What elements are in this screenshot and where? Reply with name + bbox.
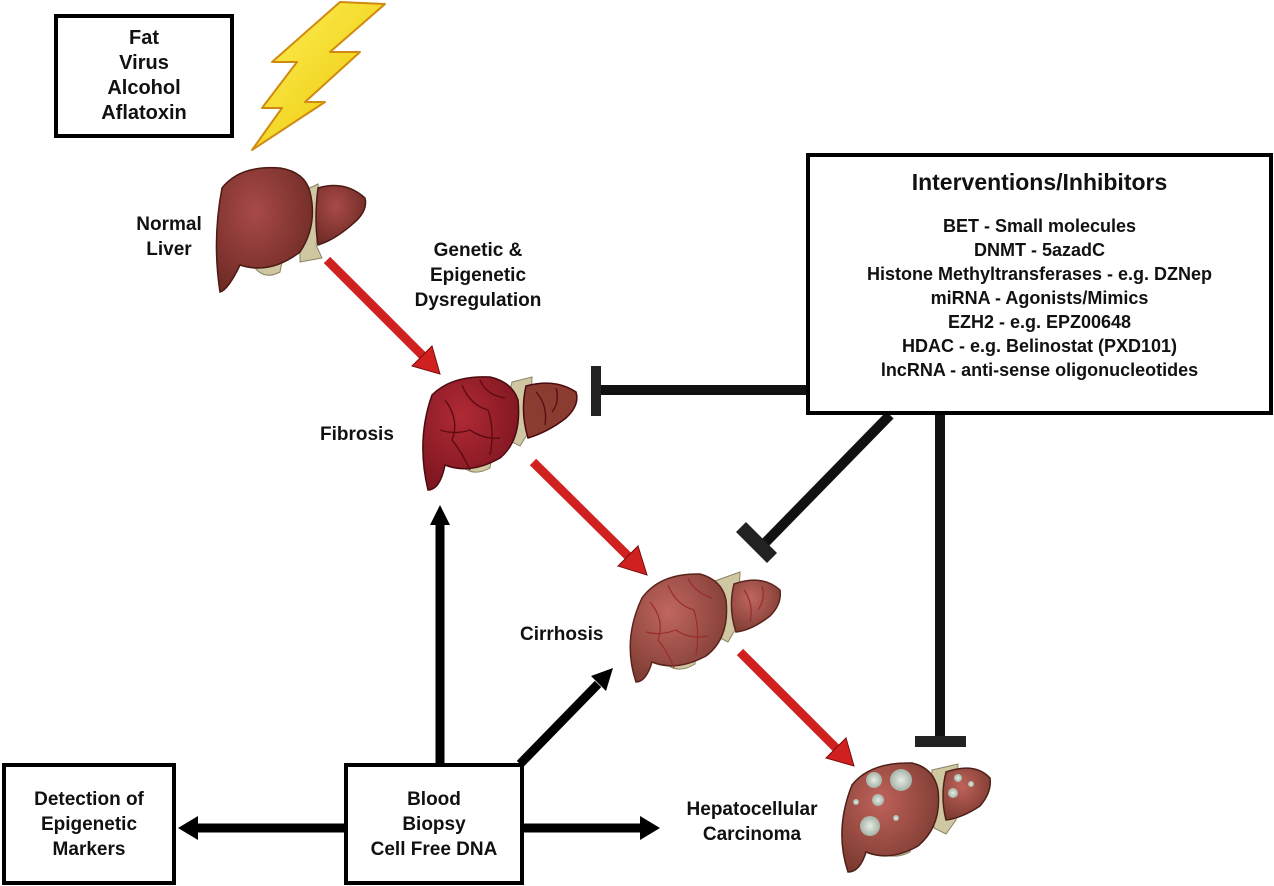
hcc-label-line: Hepatocellular [686,799,818,820]
hcc-liver-illustration [841,762,992,873]
risk-factor-item: Virus [119,52,169,74]
progression-arrows [323,256,855,767]
intervention-item: EZH2 - e.g. EPZ00648 [947,312,1132,332]
arrow-blood-to-detection [178,816,344,840]
detection-line: Epigenetic [40,813,138,835]
normal-liver-label: Normal Liver [126,212,212,262]
normal-liver-illustration [215,166,367,293]
inhibitor-lines [591,366,966,747]
risk-factor-item: Fat [129,27,159,49]
hcc-label-line: Carcinoma [702,824,802,845]
blood-biopsy-line: Biopsy [402,813,466,835]
blood-biopsy-line: Blood [407,788,461,810]
interventions-title: Interventions/Inhibitors [911,169,1168,195]
inhibit-hcc [915,415,966,747]
arrow-cirrhosis-to-hcc [736,648,855,767]
risk-factor-item: Alcohol [107,77,181,99]
lightning-bolt-icon [251,1,386,151]
fibrosis-liver-illustration [422,376,578,491]
intervention-item: Histone Methyltransferases - e.g. DZNep [866,264,1213,284]
dysregulation-label-line: Epigenetic [429,265,527,286]
interventions-box: Interventions/Inhibitors BET - Small mol… [806,153,1273,415]
intervention-item: miRNA - Agonists/Mimics [930,288,1149,308]
arrow-blood-to-fibrosis [430,505,450,763]
detection-line: Markers [52,838,126,860]
intervention-item: DNMT - 5azadC [973,240,1105,260]
dysregulation-label: Genetic & Epigenetic Dysregulation [398,238,558,313]
risk-factor-item: Aflatoxin [101,102,187,124]
intervention-item: BET - Small molecules [942,216,1137,236]
blood-biopsy-box: Blood Biopsy Cell Free DNA [344,763,524,885]
dysregulation-label-line: Genetic & [433,240,523,261]
arrow-blood-to-hcc [524,816,660,840]
fibrosis-label: Fibrosis [320,424,394,445]
intervention-item: HDAC - e.g. Belinostat (PXD101) [901,336,1178,356]
arrow-blood-to-cirrhosis [516,668,613,768]
intervention-item: lncRNA - anti-sense oligonucleotides [880,360,1199,380]
cirrhosis-label: Cirrhosis [520,624,604,645]
arrow-fibrosis-to-cirrhosis [529,458,648,576]
arrow-normal-to-fibrosis [323,256,441,375]
cirrhosis-liver-illustration [629,571,782,683]
normal-label-line: Liver [146,239,192,260]
diagnostic-arrows [178,505,660,840]
hcc-label: Hepatocellular Carcinoma [672,797,832,847]
tumor-nodules [853,769,974,836]
detection-line: Detection of [34,788,144,810]
inhibit-cirrhosis [736,411,894,563]
risk-factors-box: Fat Virus Alcohol Aflatoxin [54,14,234,138]
detection-box: Detection of Epigenetic Markers [2,763,176,885]
inhibit-fibrosis [591,366,806,416]
blood-biopsy-line: Cell Free DNA [370,838,498,860]
dysregulation-label-line: Dysregulation [414,290,542,311]
normal-label-line: Normal [136,214,202,235]
